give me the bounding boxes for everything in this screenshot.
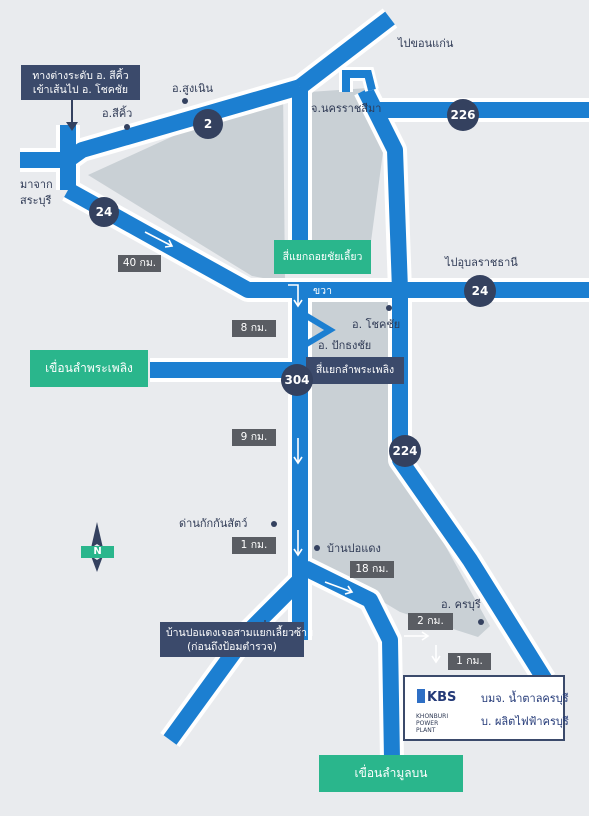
khonburi-power-logo: KHONBURI POWER PLANT [416,713,449,734]
route-badge-224: 224 [389,435,421,467]
distance-40km: 40 กม. [118,255,161,272]
route-badge-24-west: 24 [89,197,119,227]
road-triangle [302,309,336,351]
route-badge-226: 226 [447,99,479,131]
label-ban-pho-daeng: บ้านปอแดง [327,542,381,555]
dot-khon-buri [478,619,484,625]
company-name-sugar: บมจ. น้ำตาลครบุรี [481,692,569,705]
dot-checkpoint [271,521,277,527]
route-badge-24-east: 24 [464,275,496,307]
label-khon-kaen: ไปขอนแก่น [398,37,454,50]
route-badge-304: 304 [281,364,313,396]
label-chok-chai: อ. โชคชัย [352,318,401,331]
distance-18km: 18 กม. [350,561,394,578]
company-box: KBS KHONBURI POWER PLANT บมจ. น้ำตาลครบุ… [403,675,569,741]
note-bottom-left: บ้านปอแดงเจอสามแยกเลี้ยวซ้าย (ก่อนถึงป้อ… [160,622,313,657]
label-saraburi: มาจาก สระบุรี [20,178,53,207]
distance-9km: 9 กม. [232,429,276,446]
note-turn-right: สี่แยกถอยชัยเลี้ยวขวา [274,240,371,297]
distance-2km: 2 กม. [408,613,453,630]
label-nakhon-ratchasima: จ.นครราชสีมา [311,102,382,115]
area-left [88,86,285,282]
dam-lam-mun-bon: เขื่อนลำมูลบน [319,755,463,792]
label-pak-thong-chai: อ. ปักธงชัย [318,339,372,352]
compass-icon [91,522,103,572]
label-checkpoint: ด่านกักกันสัตว์ [179,517,248,530]
direction-arrows [144,231,441,664]
compass-label: N [81,546,114,558]
dot-si-khio [124,124,130,130]
label-si-khio: อ.สีคิ้ว [102,107,133,120]
area-right-top [309,88,385,268]
note-lam-phra-ploeng-junction: สี่แยกลำพระเพลิง [306,357,404,384]
dot-sung-noen [182,98,188,104]
dot-chok-chai [386,305,392,311]
label-sung-noen: อ.สูงเนิน [172,82,213,95]
kbs-logo: KBS [417,689,456,705]
distance-1km-a: 1 กม. [232,537,276,554]
distance-1km-b: 1 กม. [448,653,491,670]
route-badge-2: 2 [193,109,223,139]
distance-8km: 8 กม. [232,320,276,337]
label-khon-buri: อ. ครบุรี [441,598,481,611]
company-name-power: บ. ผลิตไฟฟ้าครบุรี [481,715,569,728]
label-ubon: ไปอุบลราชธานี [445,256,518,269]
dot-ban-pho-daeng [314,545,320,551]
note-top-left: ทางต่างระดับ อ. สีคิ้ว เข้าเส้นไป อ. โชค… [21,65,140,100]
dam-lam-phra-ploeng: เขื่อนลำพระเพลิง [30,350,148,387]
